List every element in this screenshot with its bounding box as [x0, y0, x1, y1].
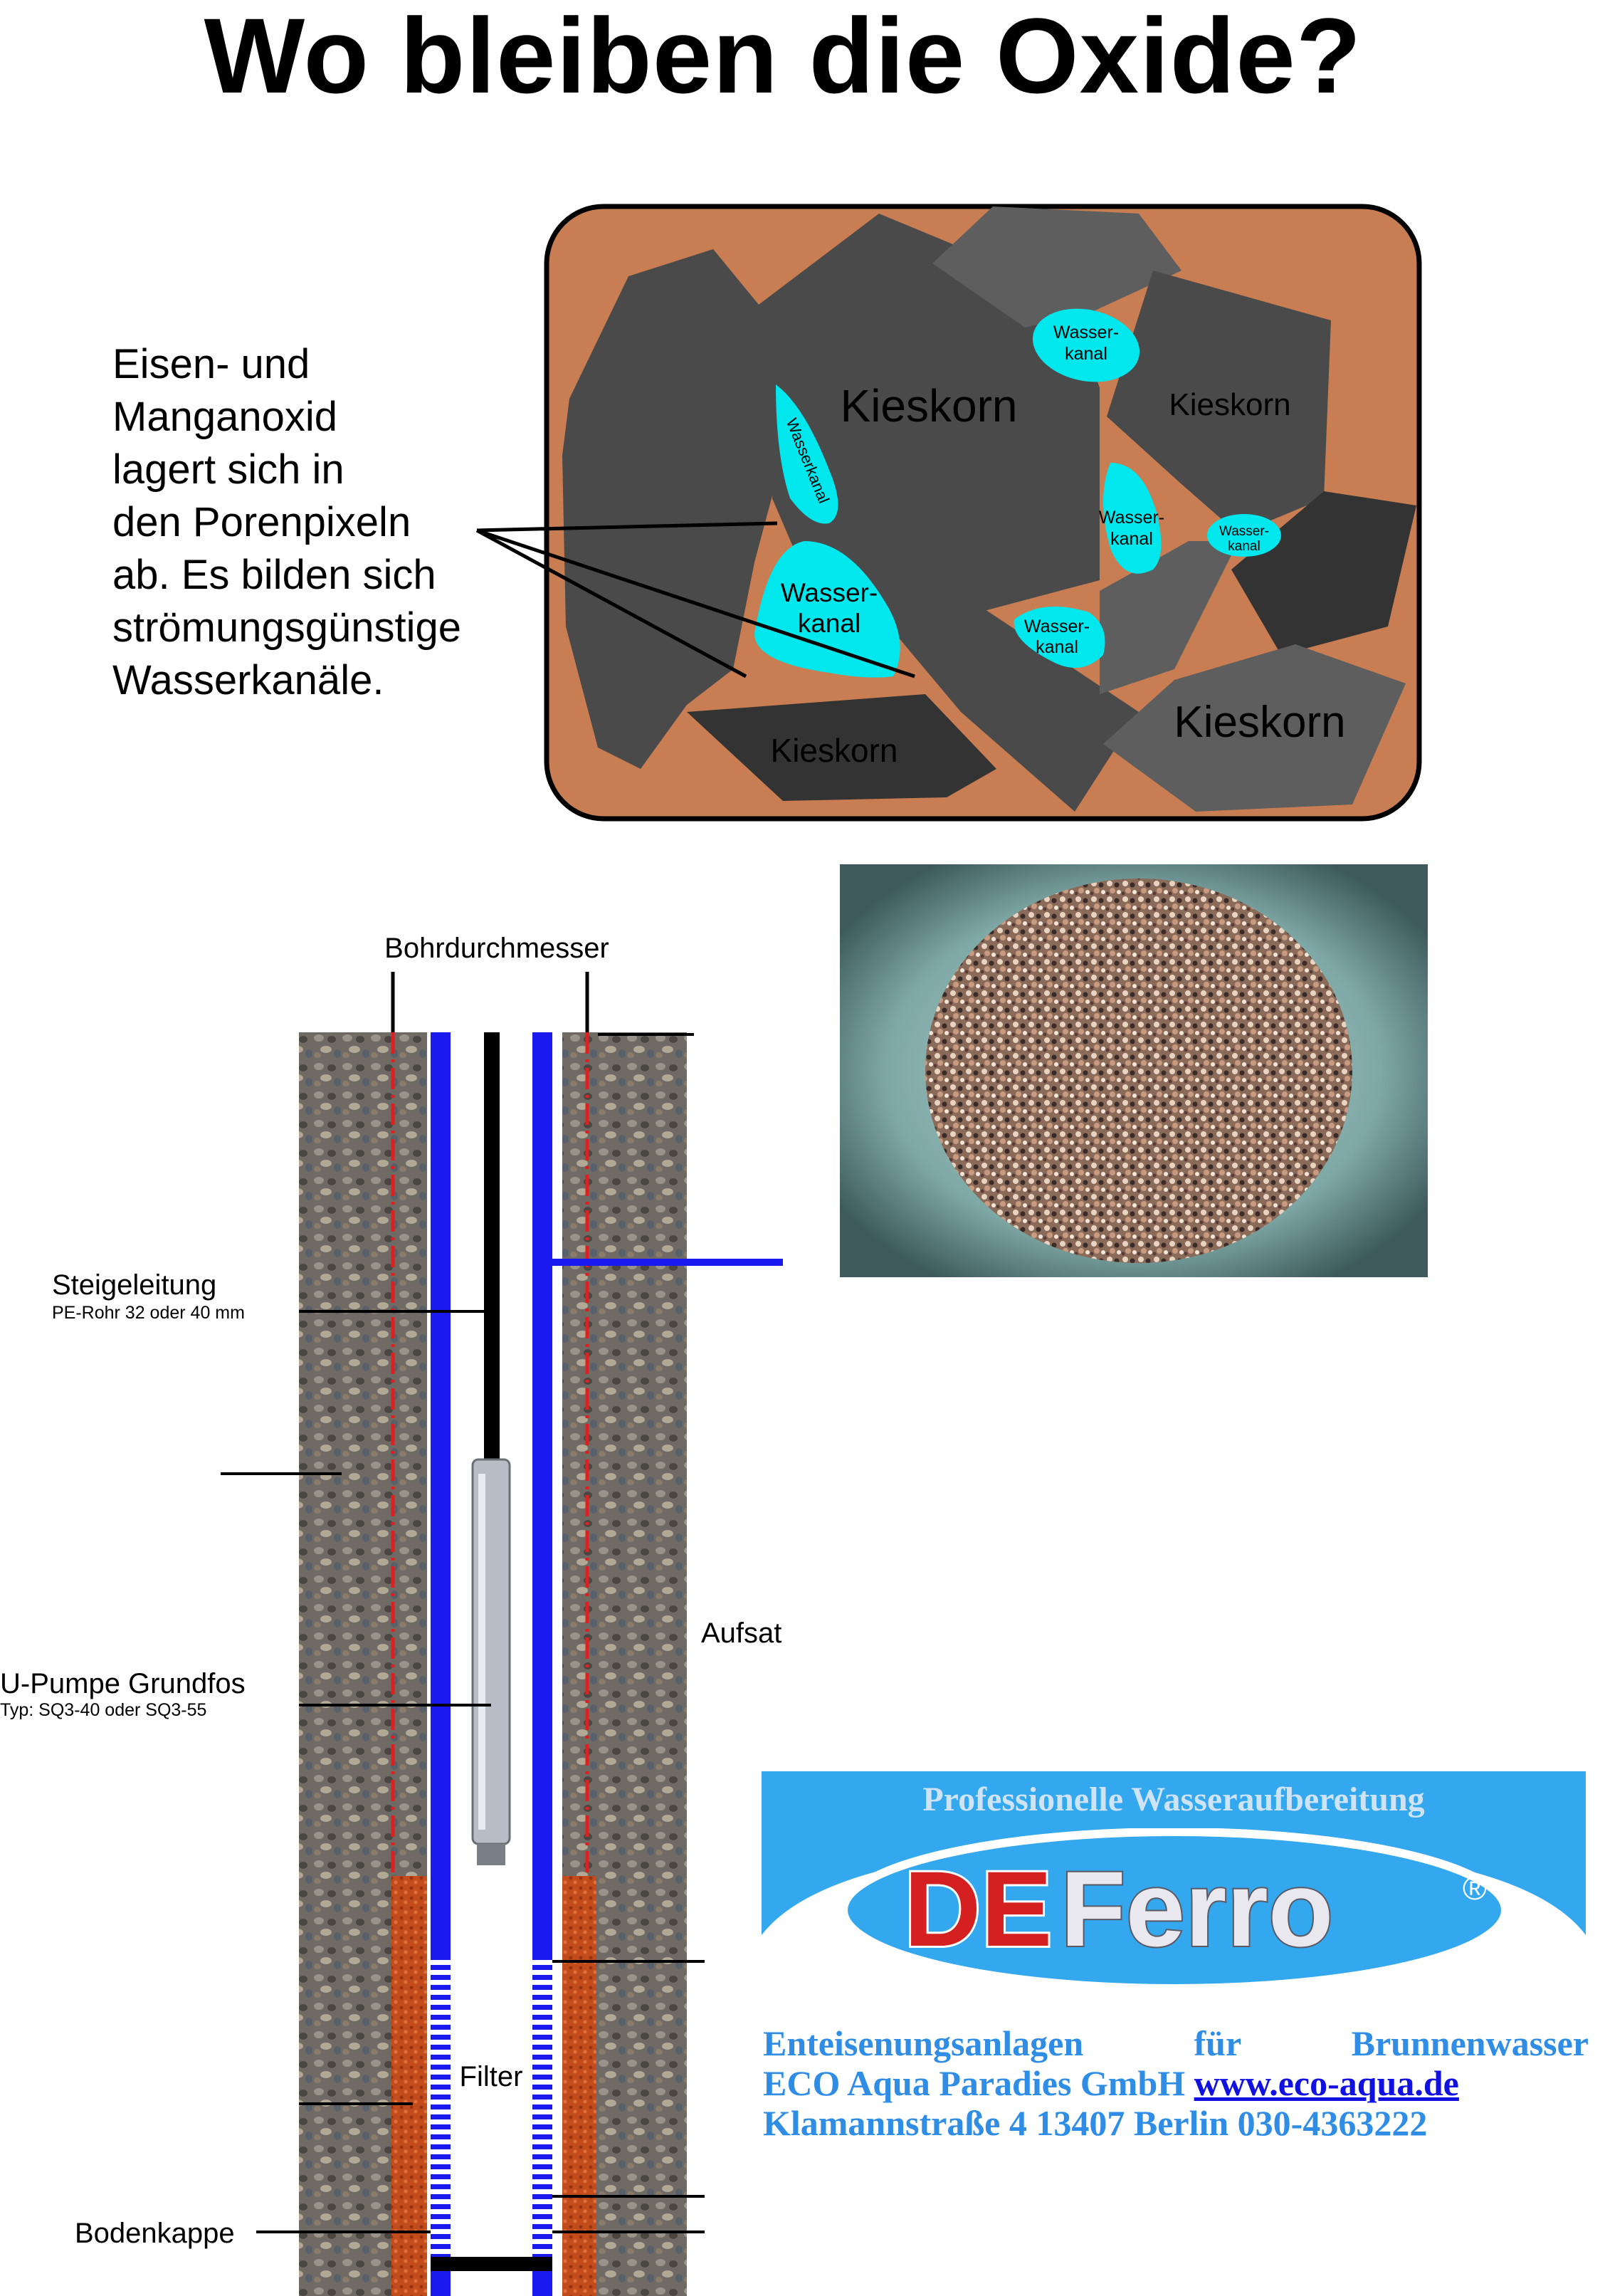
filter-slots-right: [532, 1958, 552, 2257]
info-line-3: Klamannstraße 4 13407 Berlin 030-4363222: [763, 2103, 1428, 2143]
channel-label: Wasser-: [1024, 617, 1090, 636]
water-channel: [1103, 463, 1162, 574]
kieskorn-diagonal: [776, 491, 1139, 812]
kieskorn-label: Kieskorn: [771, 732, 898, 769]
kieskorn-label: Kieskorn: [1169, 387, 1290, 422]
brand-de: DE: [904, 1849, 1052, 1969]
label-bodenkappe: Bodenkappe: [75, 2218, 235, 2249]
label-bohrdurchmesser: Bohrdurchmesser: [384, 933, 609, 964]
channel-label: Wasser-: [1219, 524, 1269, 539]
channel-label: Wasser-: [1099, 508, 1164, 528]
kieskorn-right: [1107, 271, 1331, 534]
kieskorn-small: [1100, 541, 1238, 694]
channel-label: kanal: [1228, 539, 1260, 554]
label-steigeleitung-sub: PE-Rohr 32 oder 40 mm: [52, 1303, 245, 1323]
pump-base: [477, 1844, 505, 1865]
label-pumpe: U-Pumpe Grundfos: [0, 1668, 246, 1699]
gravel-pack-left: [391, 1876, 427, 2296]
gravel-photo: [840, 864, 1428, 1277]
kieskorn-top: [932, 206, 1181, 327]
filter-slots-left: [431, 1958, 451, 2257]
pore-diagram: Kieskorn Kieskorn Kieskorn Kieskorn Wass…: [475, 204, 1422, 822]
label-filter: Filter: [460, 2061, 523, 2092]
kieskorn-bottom-right: [1103, 644, 1406, 812]
label-steigeleitung: Steigeleitung: [52, 1269, 216, 1301]
channel-label: Wasser-: [1053, 323, 1119, 342]
website-link[interactable]: www.eco-aqua.de: [1194, 2063, 1459, 2103]
info-line-2: ECO Aqua Paradies GmbH www.eco-aqua.de: [763, 2063, 1459, 2103]
channel-label: kanal: [1065, 344, 1107, 364]
pump-body: [471, 1458, 511, 1845]
label-aufsatzrohr: Aufsatzrohr: [701, 1618, 783, 1649]
channel-label: kanal: [1110, 529, 1153, 549]
kieskorn-label: Kieskorn: [841, 380, 1018, 431]
well-diagram: Bohrdurchmesser Steigeleitung PE-Rohr 32…: [0, 933, 783, 2296]
logo-band: [762, 1771, 1586, 1828]
page-title: Wo bleiben die Oxide?: [204, 0, 1362, 115]
water-channel: [1014, 607, 1105, 668]
channel-label: Wasser-: [781, 578, 878, 607]
leader-lines: [475, 521, 915, 678]
riser-pipe: [484, 1032, 500, 1474]
kieskorn-bottom-left: [687, 694, 996, 801]
outlet-pipe: [552, 1259, 783, 1266]
water-channel: [1207, 514, 1281, 557]
info-line-1: Enteisenungsanlagen für Brunnenwasser: [763, 2023, 1589, 2063]
water-channel: [1032, 308, 1140, 382]
water-channel: [776, 384, 838, 524]
pump-highlight: [478, 1474, 485, 1830]
water-channel: [754, 541, 900, 678]
logo-emblem: DE Ferro ®: [762, 1828, 1586, 1999]
registered-mark: ®: [1463, 1870, 1487, 1907]
channel-label: kanal: [798, 609, 860, 638]
brand-ferro: Ferro: [1060, 1849, 1333, 1969]
bottom-cap: [431, 2257, 552, 2271]
kieskorn-label: Kieskorn: [1174, 698, 1345, 747]
kieskorn-left: [562, 249, 783, 769]
label-pumpe-sub: Typ: SQ3-40 oder SQ3-55: [0, 1700, 206, 1720]
explanation-text: Eisen- und Manganoxid lagert sich in den…: [112, 341, 462, 703]
company-name: ECO Aqua Paradies GmbH: [763, 2063, 1186, 2103]
gravel-pack-right: [562, 1876, 596, 2296]
channel-label: kanal: [1036, 637, 1078, 657]
logo-tagline: Professionelle Wasseraufbereitung: [922, 1781, 1425, 1818]
